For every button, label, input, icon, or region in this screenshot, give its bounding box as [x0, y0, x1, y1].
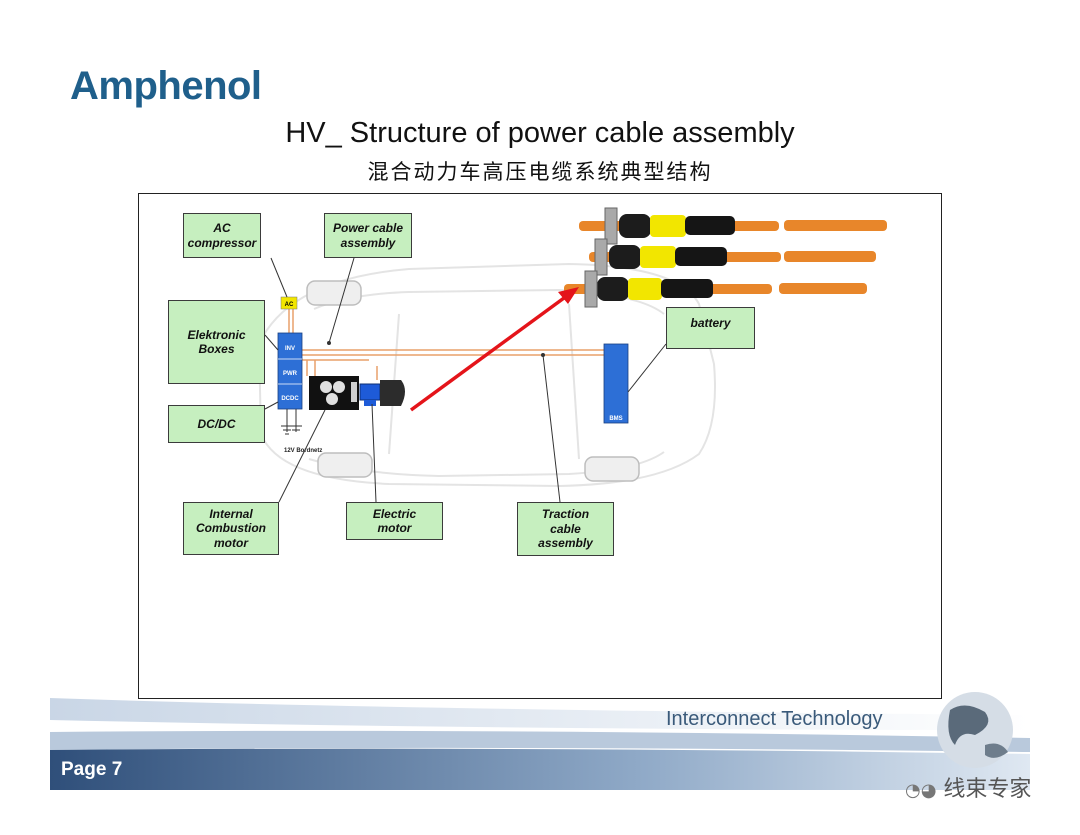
cable-3: [564, 270, 867, 308]
ac-unit-tag: AC: [285, 302, 294, 308]
slide-subtitle: 混合动力车高压电缆系统典型结构: [367, 160, 713, 184]
pwr-tag: PWR: [283, 371, 298, 377]
label-dcdc: DC/DC: [168, 405, 265, 443]
rear-left-tire: [317, 452, 373, 478]
diagram-frame: AC INV PWR DCDC 12V Bordnetz BM: [138, 193, 942, 699]
cable-2: [589, 238, 876, 276]
watermark: ◔◕ 线束专家: [905, 771, 1031, 803]
label-power-cable-assembly: Power cable assembly: [324, 213, 412, 258]
globe-icon: [937, 692, 1013, 768]
electric-motor-unit: [359, 383, 381, 401]
bms-tag: BMS: [609, 416, 622, 422]
wechat-icon: ◔◕: [905, 780, 937, 801]
battery-pack: [603, 343, 629, 424]
hv-cable-assemblies-image: [564, 207, 887, 308]
leader-lines: [264, 257, 667, 503]
label-traction-cable-assembly: Traction cable assembly: [517, 502, 614, 556]
dcdc-tag: DCDC: [281, 396, 299, 402]
label-battery: battery: [666, 307, 755, 349]
rear-right-tire: [584, 456, 640, 482]
ground-symbol: [281, 409, 302, 435]
electronic-box-stack: [277, 332, 303, 410]
ac-unit: [280, 296, 298, 310]
footer-company-line: Interconnect Technology: [666, 708, 883, 730]
slide-title: HV_ Structure of power cable assembly: [285, 117, 795, 149]
footer-swoosh: [50, 692, 1030, 790]
vehicle-diagram: AC INV PWR DCDC 12V Bordnetz BM: [257, 207, 887, 503]
red-pointer-arrow: [409, 287, 579, 412]
label-ac-compressor: AC compressor: [183, 213, 261, 258]
inv-tag: INV: [285, 346, 295, 352]
page-number: Page 7: [61, 759, 123, 780]
cable-1: [579, 207, 887, 245]
label-electric-motor: Electric motor: [346, 502, 443, 540]
watermark-text: 线束专家: [943, 777, 1032, 802]
board-net-tag: 12V Bordnetz: [284, 448, 322, 454]
label-elektronic-boxes: Elektronic Boxes: [168, 300, 265, 384]
label-internal-combustion-motor: Internal Combustion motor: [183, 502, 279, 555]
amphenol-logo: Amphenol: [70, 64, 262, 108]
front-left-tire: [306, 280, 362, 306]
